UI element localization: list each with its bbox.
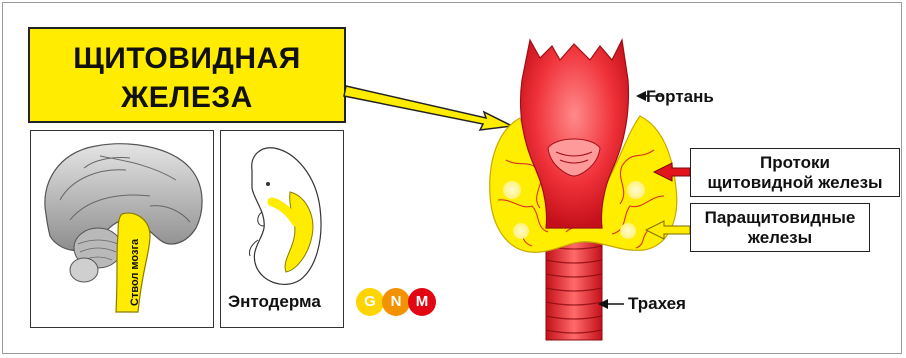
parathyroid-nodule (503, 181, 521, 199)
trachea-label: Трахея (628, 294, 686, 314)
ducts-label-box: Протоки щитовидной железы (690, 148, 900, 197)
logo-letter-n: N (382, 288, 410, 316)
parathyroid-nodule (620, 223, 636, 239)
larynx-label: Гортань (646, 87, 714, 107)
parathyroid-label-line-2: железы (691, 228, 869, 248)
ducts-label-line-1: Протоки (691, 153, 899, 173)
logo-letter-m: M (408, 288, 436, 316)
ducts-label-line-2: щитовидной железы (691, 173, 899, 193)
parathyroid-label-line-1: Паращитовидные (691, 208, 869, 228)
parathyroid-label-box: Паращитовидные железы (690, 203, 870, 252)
logo-letter-g: G (356, 288, 384, 316)
pointer-arrow-title (344, 86, 512, 130)
parathyroid-nodule (513, 223, 529, 239)
entoderm-label: Энтодерма (228, 292, 321, 312)
brainstem-label: Ствол мозга (129, 238, 141, 306)
parathyroid-nodule (627, 181, 645, 199)
embryo-illustration (249, 148, 321, 285)
brain-illustration (45, 144, 202, 312)
